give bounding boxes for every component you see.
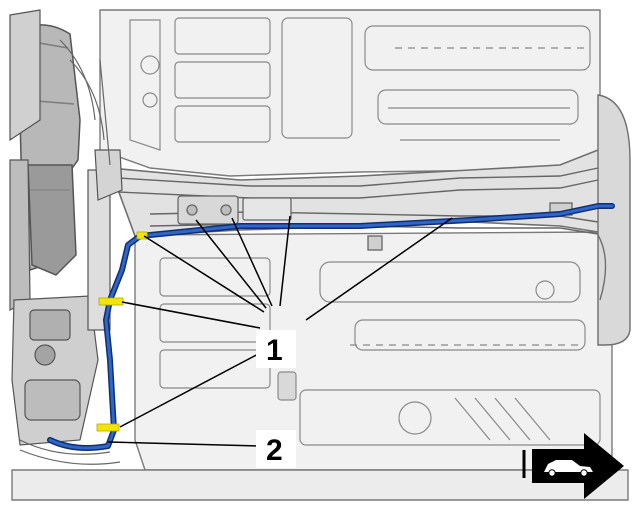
leader-lines bbox=[107, 215, 453, 447]
floor-pan bbox=[11, 9, 629, 501]
leader-line-1e bbox=[305, 217, 453, 321]
leader-line-2 bbox=[107, 441, 259, 447]
leader-line-1c bbox=[231, 217, 273, 307]
upper-floor-ribs bbox=[129, 17, 591, 151]
leader-line-1f bbox=[121, 301, 261, 329]
engine-components bbox=[9, 9, 123, 446]
callout-2-backdrop bbox=[256, 430, 296, 468]
clip-marker bbox=[136, 231, 148, 240]
leader-line-1b bbox=[195, 219, 267, 309]
callout-2: 2 bbox=[266, 434, 283, 467]
leader-line-1d bbox=[279, 215, 291, 307]
callout-1: 1 bbox=[266, 334, 283, 367]
engine-hoses bbox=[19, 39, 121, 465]
highlighted-pipe bbox=[47, 203, 615, 451]
front-of-vehicle-arrow-icon bbox=[522, 433, 624, 499]
leader-line-1g bbox=[119, 351, 263, 428]
leader-line-1a bbox=[143, 235, 265, 313]
callout-1-backdrop bbox=[256, 330, 296, 368]
clip-marker bbox=[96, 423, 120, 432]
clip-marker bbox=[98, 297, 124, 306]
rear-muffler bbox=[597, 94, 631, 346]
